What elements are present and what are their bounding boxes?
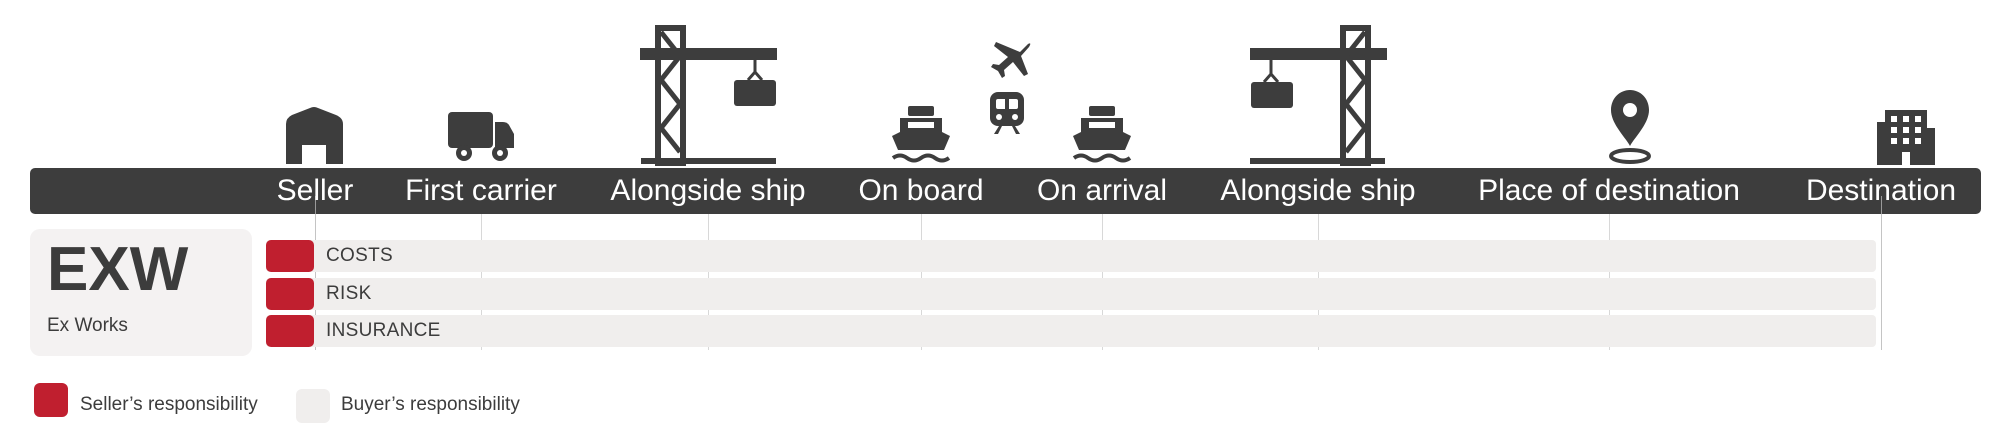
- warehouse-icon: [286, 107, 343, 164]
- stage-label-seller: Seller: [276, 174, 354, 207]
- building-icon: [1877, 110, 1935, 165]
- stage-label-destination: Destination: [1805, 174, 1957, 207]
- train-icon: [990, 92, 1024, 134]
- stage-label-alongside-ship-destination: Alongside ship: [1220, 174, 1416, 207]
- stage-guide-tick: [1881, 196, 1882, 214]
- buyer-segment: [266, 278, 1876, 310]
- responsibility-row-insurance: INSURANCE: [266, 315, 1876, 347]
- row-label: INSURANCE: [326, 320, 441, 341]
- seller-segment: [266, 315, 314, 347]
- term-name: Ex Works: [47, 315, 128, 336]
- seller-segment: [266, 240, 314, 272]
- term-code: EXW: [47, 235, 189, 304]
- stage-guide-line: [1881, 214, 1882, 350]
- responsibility-row-costs: COSTS: [266, 240, 1876, 272]
- ship-icon: [1072, 106, 1132, 163]
- responsibility-row-risk: RISK: [266, 278, 1876, 310]
- row-label: RISK: [326, 283, 372, 304]
- crane-icon: [640, 25, 777, 166]
- map-pin-icon: [1609, 90, 1651, 164]
- plane-icon: [991, 42, 1031, 78]
- legend-seller-label: Seller’s responsibility: [80, 394, 258, 415]
- legend-buyer-label: Buyer’s responsibility: [341, 394, 520, 415]
- seller-segment: [266, 278, 314, 310]
- stage-label-on-board: On board: [858, 174, 984, 207]
- truck-icon: [448, 112, 514, 161]
- stage-bar: [30, 168, 1981, 214]
- legend-buyer-swatch: [296, 389, 330, 423]
- stage-label-place-of-destination: Place of destination: [1478, 174, 1740, 207]
- buyer-segment: [266, 240, 1876, 272]
- legend-seller-swatch: [34, 383, 68, 417]
- row-label: COSTS: [326, 245, 393, 266]
- stage-label-on-arrival: On arrival: [1036, 174, 1168, 207]
- stage-guide-tick: [315, 196, 316, 214]
- buyer-segment: [266, 315, 1876, 347]
- term-card: [30, 229, 252, 356]
- stage-label-first-carrier: First carrier: [405, 174, 557, 207]
- ship-icon: [891, 106, 951, 163]
- stage-label-alongside-ship-origin: Alongside ship: [610, 174, 806, 207]
- stage-icons: [286, 25, 1935, 166]
- crane-icon: [1250, 25, 1387, 166]
